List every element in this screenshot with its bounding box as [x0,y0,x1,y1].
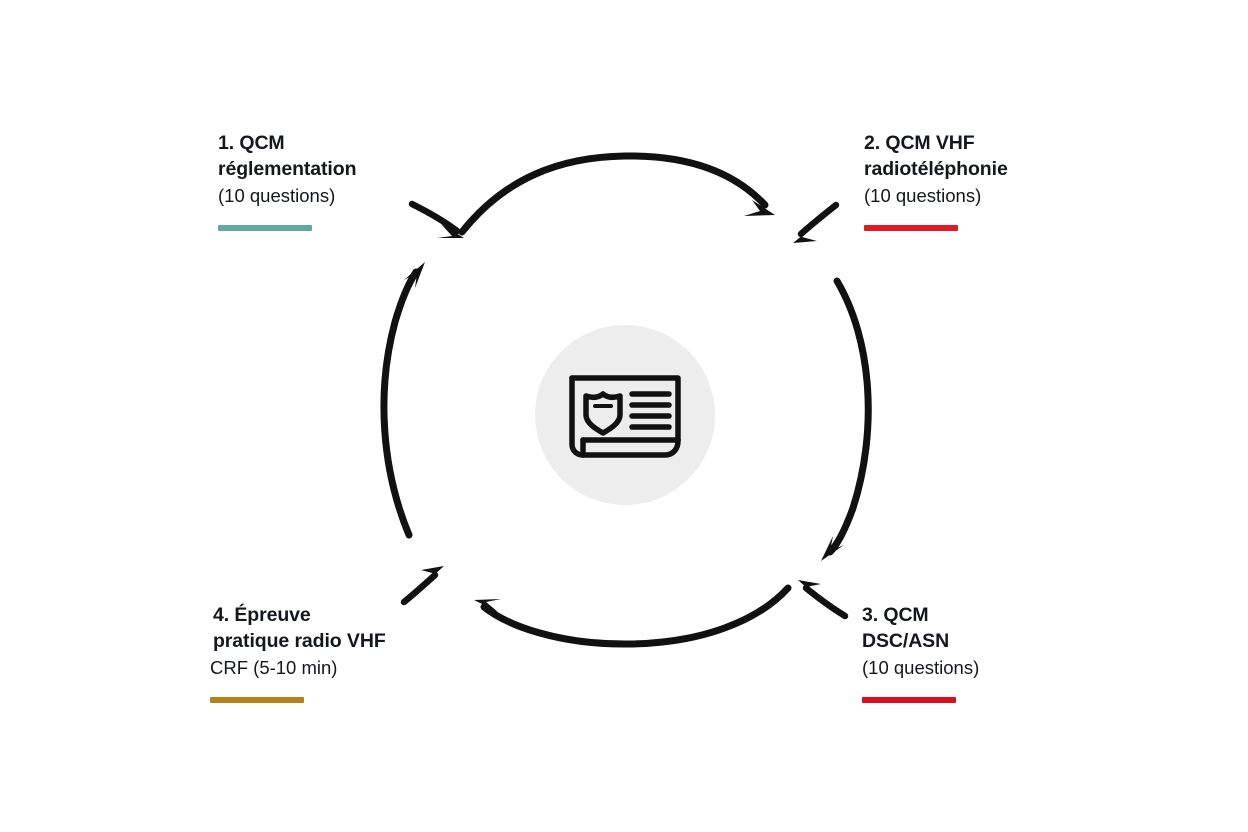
step-3-subtitle: (10 questions) [862,657,980,678]
arrowhead-hook-step1 [437,224,464,238]
step-4-rule [210,697,304,703]
step-2-title: 2. QCM VHF radiotéléphonie [864,132,1008,180]
center-disc [535,325,715,505]
step-3-rule [862,697,956,703]
arrowhead-hook-step4 [421,566,444,584]
arc-top-step1-to-step2 [458,152,775,236]
arrowhead-top-right [744,200,775,216]
arrowhead-left-top [404,262,425,288]
arc-bottom-step3-to-step4 [474,584,792,648]
step-4-subtitle: CRF (5-10 min) [210,657,338,678]
arrowhead-bottom-left [474,599,501,612]
hook-into-step4 [400,566,444,606]
certificate-card-icon [569,375,681,458]
step-2-rule [864,225,958,231]
step-label-2[interactable]: 2. QCM VHF radiotéléphonie (10 questions… [864,130,1124,231]
step-1-subtitle: (10 questions) [218,185,336,206]
arc-left-step4-to-step1 [380,262,425,539]
step-4-title: 4. Épreuve pratique radio VHF [213,604,386,652]
hook-from-step3 [798,580,849,620]
arc-right-step2-to-step3 [821,277,872,561]
hook-from-step2 [793,201,840,243]
step-label-3[interactable]: 3. QCM DSC/ASN (10 questions) [862,602,1122,703]
step-1-title: 1. QCM réglementation [218,132,357,180]
step-3-title: 3. QCM DSC/ASN [862,604,950,652]
step-label-1[interactable]: 1. QCM réglementation (10 questions) [218,130,478,231]
step-label-4[interactable]: 4. Épreuve pratique radio VHF CRF (5-10 … [210,602,470,703]
step-1-rule [218,225,312,231]
step-2-subtitle: (10 questions) [864,185,982,206]
hook-into-step1 [408,200,464,238]
arrowhead-right-bottom [821,536,844,561]
arrowhead-hook-step3 [798,580,821,598]
arrowhead-hook-step2 [793,226,817,243]
